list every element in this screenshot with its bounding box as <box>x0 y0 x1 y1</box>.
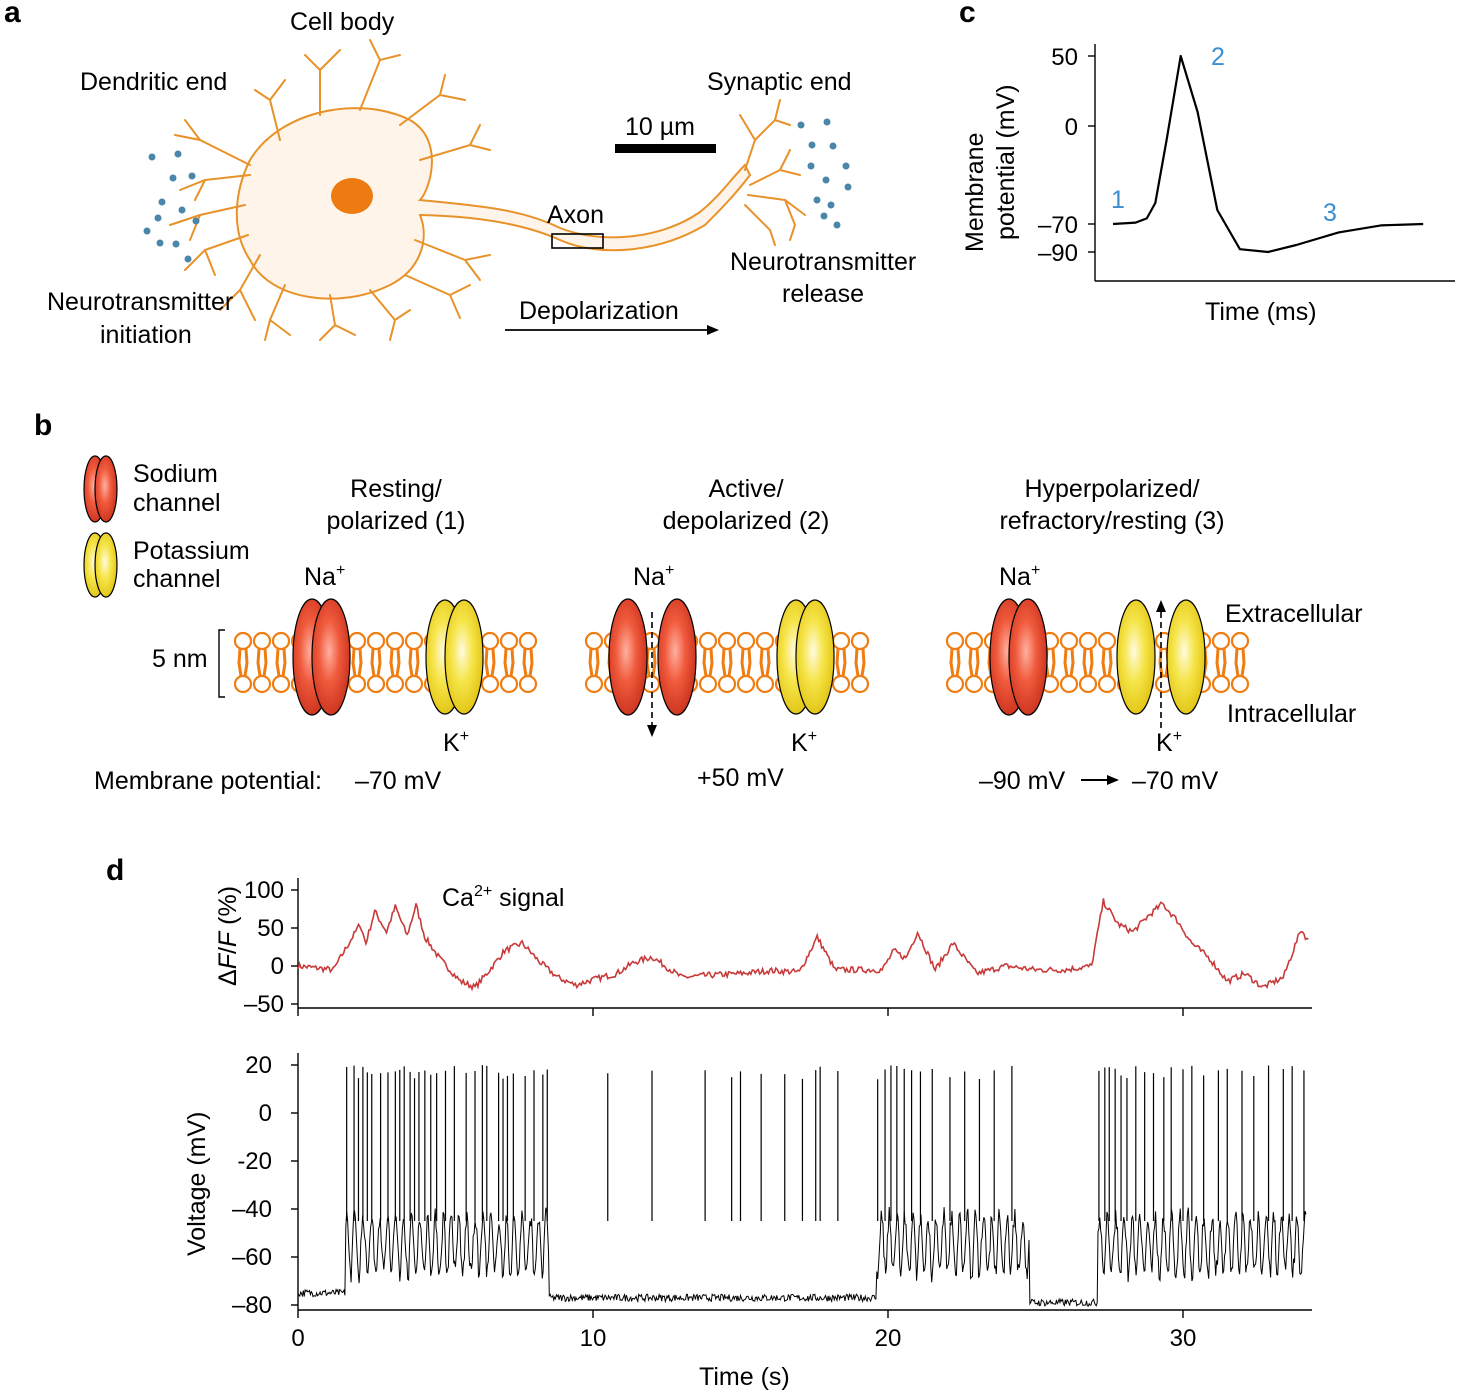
legend-sodium-icon <box>83 455 118 523</box>
d-top-ticks: 100 50 0 –50 <box>244 877 1184 1018</box>
d-top-y-tick-label: 50 <box>257 915 284 942</box>
axon-label: Axon <box>547 201 604 229</box>
d-xlabel: Time (s) <box>699 1363 790 1391</box>
state-1-title-1: Resting/ <box>350 475 442 503</box>
state-1-potassium-channel <box>425 599 484 715</box>
scale-bar-label: 10 µm <box>625 113 695 141</box>
c-xlabel: Time (ms) <box>1205 298 1317 326</box>
c-y-tick-label: 0 <box>1065 114 1078 141</box>
panel-b-letter: b <box>34 409 52 442</box>
neuron-soma <box>235 107 752 300</box>
panel-c: c 50 0 –70–90 Membrane potential (mV) Time… <box>959 0 1455 326</box>
c-marker-1: 1 <box>1111 186 1125 214</box>
d-x-tick-label: 0 <box>291 1325 304 1352</box>
state-3-potential-end: –70 mV <box>1132 767 1218 795</box>
d-top-ylabel: ΔF/F (%) <box>214 886 242 986</box>
nt-release-label-1: Neurotransmitter <box>730 248 916 276</box>
c-y-tick-label: 50 <box>1051 44 1078 71</box>
vesicles-right <box>797 118 852 229</box>
legend-sodium-label-1: Sodium <box>133 460 218 488</box>
state-3-potential-start: –90 mV <box>979 767 1065 795</box>
d-top-y-tick-label: 100 <box>244 877 284 904</box>
membrane-scale-label: 5 nm <box>152 645 208 673</box>
state-3-title-2: refractory/resting (3) <box>999 507 1224 535</box>
membrane-1 <box>233 631 538 694</box>
intracellular-label: Intracellular <box>1227 700 1356 728</box>
c-marker-2: 2 <box>1211 43 1225 71</box>
calcium-trace <box>297 898 1309 992</box>
legend-potassium-label-1: Potassium <box>133 537 250 565</box>
state-1-potential: –70 mV <box>355 767 441 795</box>
c-y-tick-label: –90 <box>1038 240 1078 267</box>
state-3-potassium-channel <box>1116 599 1206 715</box>
panel-a-letter: a <box>4 0 21 29</box>
panel-a: a Cell body Dendritic end Synapti <box>4 0 916 349</box>
d-top-y-tick-label: 0 <box>271 953 284 980</box>
d-bottom-ticks: 20 0 -20 –40 –60 –80 0 10 20 30 <box>232 1052 1196 1352</box>
state-2-potential: +50 mV <box>697 764 784 792</box>
state-1-title-2: polarized (1) <box>327 507 466 535</box>
d-x-tick-label: 20 <box>875 1325 902 1352</box>
d-bottom-y-tick-label: 0 <box>259 1100 272 1127</box>
neuron-illustration <box>169 39 806 341</box>
scale-bar <box>615 144 716 153</box>
d-bottom-y-tick-label: -20 <box>237 1148 272 1175</box>
state-2-potassium-channel <box>776 599 835 715</box>
c-ylabel-2: potential (mV) <box>992 84 1020 240</box>
panel-d-letter: d <box>106 854 124 887</box>
c-ylabel-1: Membrane <box>961 133 989 253</box>
state-3-k-label: K+ <box>1156 728 1182 757</box>
d-bottom-y-tick-label: –80 <box>232 1292 272 1319</box>
nt-initiation-label-2: initiation <box>100 321 192 349</box>
dendritic-end-label: Dendritic end <box>80 68 227 96</box>
panel-c-letter: c <box>959 0 976 29</box>
ca-signal-label: Ca2+ signal <box>442 883 564 912</box>
d-bottom-y-tick-label: 20 <box>245 1052 272 1079</box>
c-y-ticks: 50 0 –70–90 <box>1038 44 1095 267</box>
vesicles-left <box>143 150 200 263</box>
axon-box <box>551 233 604 249</box>
d-bottom-y-tick-label: –60 <box>232 1244 272 1271</box>
dendrites <box>169 39 491 341</box>
state-1-sodium-channel <box>292 598 351 716</box>
membrane-potential-label: Membrane potential: <box>94 767 322 795</box>
voltage-trace <box>297 1206 1307 1307</box>
nucleus <box>331 178 373 214</box>
state-1-na-label: Na+ <box>304 562 345 591</box>
extracellular-label: Extracellular <box>1225 600 1363 628</box>
legend-sodium-label-2: channel <box>133 489 221 517</box>
state-1-k-label: K+ <box>443 728 469 757</box>
synaptic-end-label: Synaptic end <box>707 68 852 96</box>
d-top-y-tick-label: –50 <box>244 991 284 1018</box>
depolarization-label: Depolarization <box>519 297 679 325</box>
nt-initiation-label-1: Neurotransmitter <box>47 288 233 316</box>
legend-potassium-label-2: channel <box>133 565 221 593</box>
panel-b: b Sodium channel Potassium channel 5 nm … <box>34 409 1363 795</box>
state-3-na-label: Na+ <box>999 562 1040 591</box>
membrane-scale-bracket <box>218 629 225 698</box>
state-3-sodium-channel <box>989 598 1048 716</box>
c-y-tick-label: –70 <box>1038 212 1078 239</box>
state-2-title-2: depolarized (2) <box>663 507 830 535</box>
d-x-tick-label: 30 <box>1170 1325 1197 1352</box>
voltage-spikes <box>346 1065 1305 1221</box>
d-x-tick-label: 10 <box>580 1325 607 1352</box>
state-3-title-1: Hyperpolarized/ <box>1024 475 1199 503</box>
state-2-sodium-channel <box>608 598 697 716</box>
nt-release-label-2: release <box>782 280 864 308</box>
state-2-k-label: K+ <box>791 728 817 757</box>
c-marker-3: 3 <box>1323 199 1337 227</box>
legend-potassium-icon <box>83 532 118 598</box>
state-2-title-1: Active/ <box>708 475 783 503</box>
d-bottom-y-tick-label: –40 <box>232 1196 272 1223</box>
cell-body-label: Cell body <box>290 8 395 36</box>
d-bottom-ylabel: Voltage (mV) <box>183 1111 211 1256</box>
state-2-na-label: Na+ <box>633 562 674 591</box>
axon-terminals <box>739 99 806 246</box>
action-potential-curve <box>1112 54 1424 254</box>
